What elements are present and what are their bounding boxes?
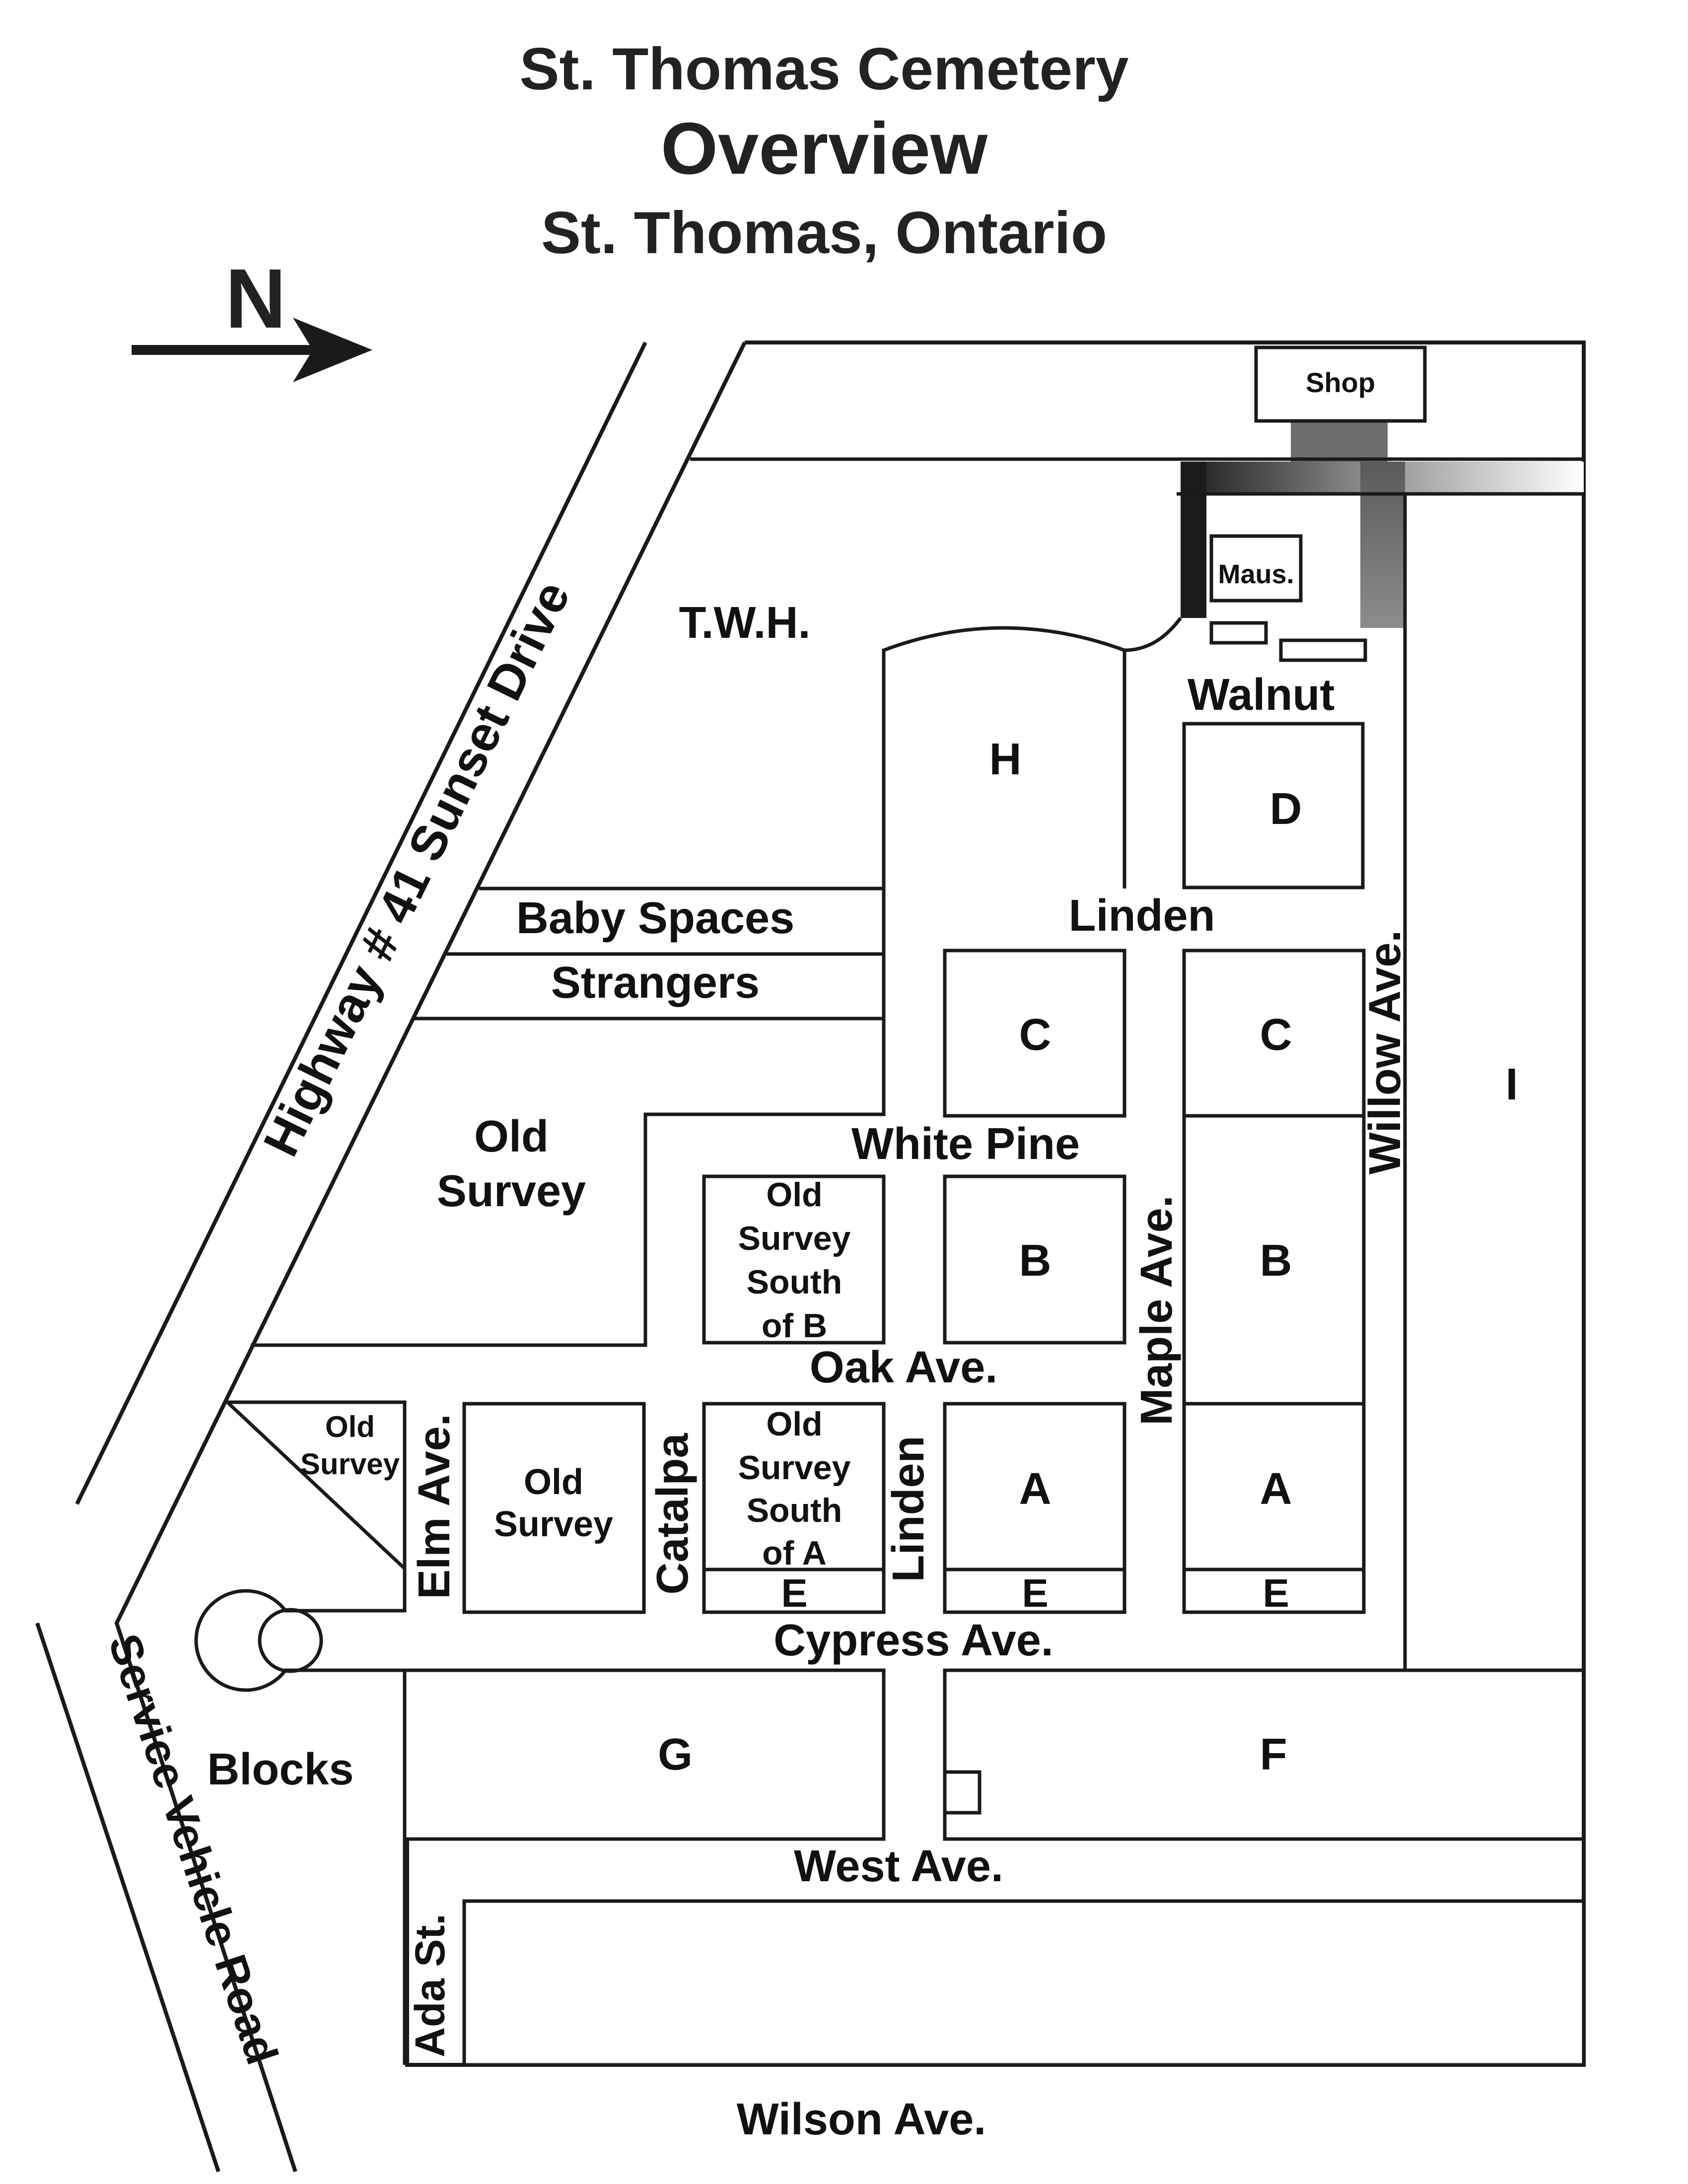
willow-street-label: Willow Ave. — [1360, 930, 1410, 1175]
service-lane — [1181, 422, 1584, 628]
cypress-street-label: Cypress Ave. — [774, 1616, 1054, 1665]
strangers-label: Strangers — [551, 958, 760, 1008]
section-b-left: B — [943, 1174, 1126, 1345]
shop-label: Shop — [1306, 367, 1375, 398]
section-h: H — [882, 616, 1182, 888]
section-c-left-label: C — [1019, 1010, 1052, 1060]
osb-line1: Old — [766, 1176, 822, 1214]
section-b-right: B — [1182, 1114, 1366, 1406]
north-arrow-icon: N — [132, 252, 372, 382]
service-road-label: Service Vehicle Road — [99, 1628, 287, 2070]
wilson-street-label: Wilson Ave. — [737, 2095, 986, 2144]
elm-street-label: Elm Ave. — [410, 1414, 459, 1599]
section-a-right-label: A — [1260, 1464, 1292, 1514]
section-a-left-label: A — [1019, 1464, 1052, 1514]
section-old-survey-mid: Old Survey — [462, 1402, 646, 1614]
section-e2-label: E — [1022, 1571, 1048, 1615]
blocks-label: Blocks — [207, 1745, 353, 1794]
os-mid-line1: Old — [524, 1462, 583, 1502]
maple-street-label: Maple Ave. — [1132, 1195, 1182, 1426]
section-f-label: F — [1260, 1730, 1287, 1779]
linden-street-label-top: Linden — [1069, 891, 1215, 941]
title-line-2: Overview — [661, 108, 988, 190]
section-g-label: G — [658, 1730, 693, 1779]
os-mid-line2: Survey — [494, 1504, 613, 1544]
section-a-left: A E — [943, 1402, 1126, 1615]
linden-street-label-lower: Linden — [884, 1436, 933, 1582]
title-line-1: St. Thomas Cemetery — [519, 36, 1128, 102]
section-bottom-strip — [462, 1899, 1586, 2067]
cul-de-sac — [194, 1589, 405, 1692]
section-f: F — [943, 1668, 1584, 1841]
section-c-left: C — [943, 949, 1126, 1118]
old-survey-main-line1: Old — [474, 1112, 549, 1161]
osa-line1: Old — [766, 1405, 822, 1443]
os-small-line2: Survey — [300, 1447, 400, 1481]
walnut-street-label: Walnut — [1188, 670, 1335, 720]
section-old-survey-south-of-a: Old Survey South of A E — [702, 1402, 886, 1615]
section-d-label: D — [1270, 784, 1302, 834]
catalpa-street-label: Catalpa — [648, 1433, 698, 1595]
section-i-label: I — [1505, 1060, 1518, 1109]
osb-line4: of B — [762, 1307, 827, 1345]
north-letter: N — [225, 252, 286, 346]
section-c-right-label: C — [1260, 1010, 1292, 1060]
section-h-label: H — [989, 735, 1022, 784]
section-e1-label: E — [781, 1571, 807, 1615]
ada-street-label: Ada St. — [407, 1913, 453, 2057]
os-small-line1: Old — [325, 1410, 375, 1443]
section-a-right: A E — [1182, 1402, 1366, 1615]
osa-line4: of A — [762, 1534, 827, 1572]
title-line-3: St. Thomas, Ontario — [541, 200, 1107, 266]
twh-label: T.W.H. — [679, 598, 811, 648]
osb-line3: South — [747, 1263, 843, 1301]
baby-strangers-strips: Baby Spaces Strangers — [251, 887, 886, 1347]
old-survey-main: Old Survey — [437, 1112, 586, 1216]
shop-building: Shop — [1254, 345, 1427, 423]
maus-label: Maus. — [1218, 559, 1294, 589]
section-e3-label: E — [1263, 1571, 1289, 1615]
osa-line2: Survey — [738, 1449, 851, 1487]
section-c-right: C — [1182, 949, 1366, 1118]
map-title: St. Thomas Cemetery Overview St. Thomas,… — [519, 36, 1128, 266]
section-b-right-label: B — [1260, 1236, 1292, 1286]
baby-spaces-label: Baby Spaces — [516, 893, 794, 943]
section-d: D — [1182, 722, 1365, 889]
section-b-left-label: B — [1019, 1236, 1052, 1286]
old-survey-main-line2: Survey — [437, 1166, 586, 1216]
section-g: G — [403, 1668, 886, 2065]
outer-roads — [35, 341, 747, 2173]
oak-street-label: Oak Ave. — [810, 1343, 998, 1392]
osa-line3: South — [747, 1492, 843, 1529]
mausoleum: Maus. — [1209, 534, 1367, 662]
white-pine-street-label: White Pine — [851, 1119, 1080, 1169]
osb-line2: Survey — [738, 1220, 851, 1257]
section-old-survey-small: Old Survey — [226, 1400, 407, 1613]
highway-label: Highway # 41 Sunset Drive — [253, 573, 580, 1164]
section-old-survey-south-of-b: Old Survey South of B — [702, 1174, 886, 1345]
west-street-label: West Ave. — [794, 1842, 1003, 1891]
